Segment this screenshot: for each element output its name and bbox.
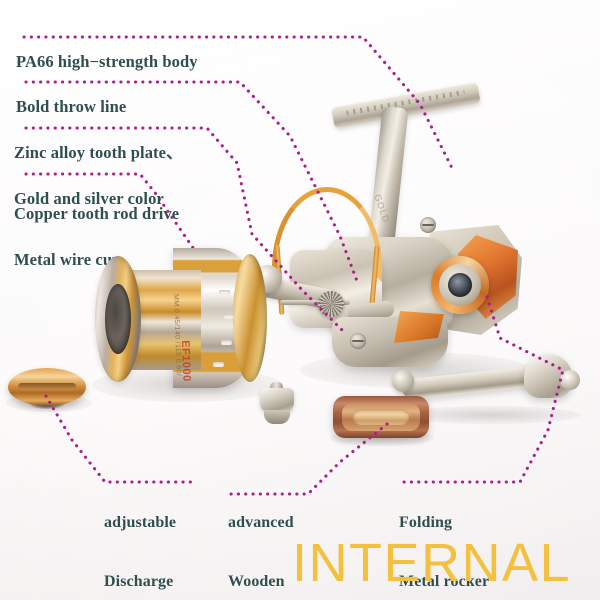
reel-screw — [350, 333, 366, 349]
valve-slot — [18, 383, 76, 390]
callout-valve-line-2: Discharge — [104, 572, 174, 590]
callout-zinc: Zinc alloy tooth plate、 Copper tooth rod… — [14, 103, 183, 264]
spool-slot — [221, 340, 232, 345]
reel-drag-knob-core — [448, 273, 472, 297]
callout-bold-throw: Bold throw line — [16, 57, 126, 158]
spool-bore — [105, 284, 131, 354]
callout-pa66-line-1: PA66 high−strength body — [16, 52, 198, 72]
callout-rocker-line-1: Folding — [399, 514, 453, 532]
part-wooden-knob — [333, 396, 429, 438]
part-reel-body: GOLD 6BB — [231, 82, 572, 385]
spool-slot — [213, 362, 224, 367]
callout-wooden: advanced Wooden — [228, 474, 294, 600]
spool-rear-cap — [233, 254, 267, 382]
reel-screw — [420, 217, 436, 233]
callout-pa66: PA66 high−strength body — [16, 12, 198, 113]
reel-drive-gear — [318, 291, 344, 317]
callout-gold-silver: Gold and silver color Metal wire cup — [14, 149, 164, 310]
rocker-pivot — [392, 370, 414, 392]
leader-line-valve — [44, 394, 198, 484]
callout-bold-throw-line-1: Bold throw line — [16, 97, 127, 117]
callout-rocker: Folding Metal rocker — [399, 474, 489, 600]
part-spool: MM 0.45/140 /115 0.60/ EF1000 — [95, 248, 270, 388]
callout-gold-silver-line-2: Metal wire cup — [14, 249, 122, 269]
metal-knob-base — [264, 410, 290, 424]
wood-knob-inner-face — [353, 409, 409, 425]
callout-zinc-line-1: Zinc alloy tooth plate、 — [14, 143, 183, 163]
callout-wooden-line-2: Wooden — [228, 572, 285, 590]
spool-slot — [223, 314, 234, 319]
callout-valve-line-1: adjustable — [104, 514, 177, 532]
part-discharge-valve — [8, 368, 86, 409]
part-metal-knob — [254, 382, 298, 430]
callout-gold-silver-line-1: Gold and silver color — [14, 189, 164, 209]
rocker-end-cap — [560, 370, 580, 390]
metal-knob-head — [260, 388, 294, 414]
callout-discharge-valve: adjustable Discharge valve — [104, 474, 176, 600]
spool-brand-text: EF1000 — [179, 340, 193, 382]
watermark-internal: INTERNAL — [292, 533, 572, 593]
callout-zinc-line-2: Copper tooth rod drive — [14, 203, 180, 223]
callout-rocker-line-2: Metal rocker — [399, 572, 490, 590]
reel-bail-wire — [272, 187, 382, 282]
spool-slot — [219, 290, 230, 295]
callout-wooden-line-1: advanced — [228, 514, 294, 532]
